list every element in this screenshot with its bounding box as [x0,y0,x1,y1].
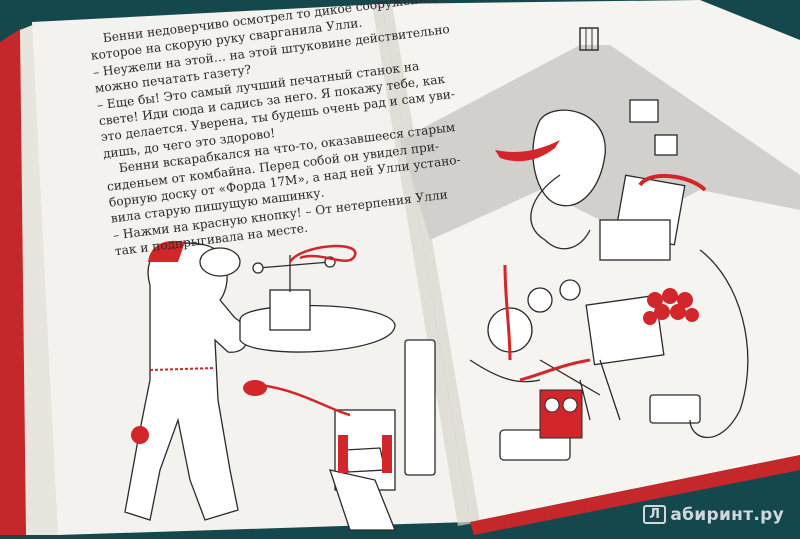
watermark-text: абиринт.ру [670,505,784,525]
red-control-box [539,389,583,439]
red-cable [288,244,357,263]
bear-drawing [124,242,249,521]
red-ball [131,426,149,444]
cover-bottom-edge [470,455,800,535]
left-page [32,4,470,535]
labirint-logo-icon: Л [643,505,667,524]
left-page-text: Бенни недоверчиво осмотрел то дикое соор… [88,0,461,260]
red-balls-crate [643,288,699,325]
bear-red-cap [148,240,185,262]
gutter-shadow [372,4,480,526]
page-edges [20,22,60,535]
rat-red-scarf [495,140,560,162]
window-sketch [579,27,599,51]
